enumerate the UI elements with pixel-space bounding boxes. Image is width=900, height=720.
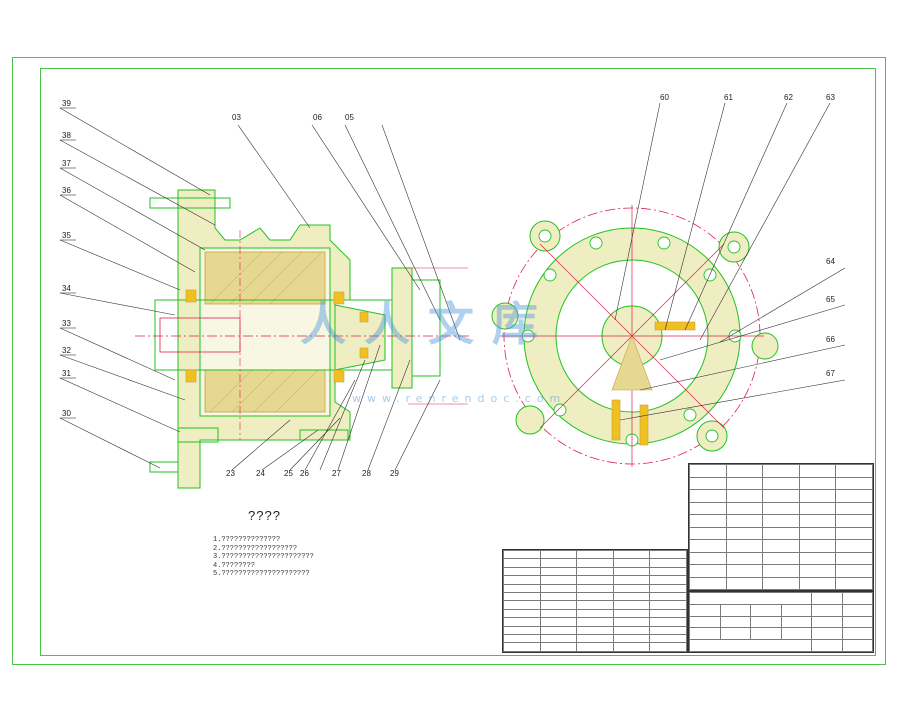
parts-list-upper [688,463,874,591]
note-line: 4.???????? [213,561,256,570]
callout-65: 65 [826,295,835,304]
left-section-view [135,189,470,489]
title-block [688,591,874,653]
inner-frame [40,68,876,656]
callout-62: 62 [784,93,793,102]
callout-23: 23 [226,469,235,478]
watermark-url: www.renrendoc.com [352,392,567,405]
callout-32: 32 [62,346,71,355]
callout-27: 27 [332,469,341,478]
callout-38: 38 [62,131,71,140]
right-end-view [491,205,779,467]
callout-24: 24 [256,469,265,478]
callout-03: 03 [232,113,241,122]
callout-30: 30 [62,409,71,418]
note-line: 5.????????????????????? [213,570,310,578]
callout-63: 63 [826,93,835,102]
callout-36: 36 [62,186,71,195]
technical-requirements-title: ???? [248,508,281,523]
callout-61: 61 [724,93,733,102]
technical-notes: 1.?????????????? 2.?????????????????? 3.… [213,536,314,579]
callout-05: 05 [345,113,354,122]
callout-34: 34 [62,284,71,293]
watermark-logo: 人人文库 [300,297,556,351]
callout-64: 64 [826,257,835,266]
callout-60: 60 [660,93,669,102]
callout-labels: 39 38 37 36 35 34 33 32 31 30 03 06 05 2… [62,93,835,478]
callout-39: 39 [62,99,71,108]
callout-26: 26 [300,469,309,478]
parts-list-lower [502,549,688,653]
note-line: 2.?????????????????? [213,544,298,553]
right-leader-lines [614,102,846,421]
callout-67: 67 [826,369,835,378]
callout-31: 31 [62,369,71,378]
callout-25: 25 [284,469,293,478]
note-line: 3.?????????????????????? [213,553,314,561]
callout-06: 06 [313,113,322,122]
callout-66: 66 [826,335,835,344]
outer-frame [12,57,886,665]
note-line: 1.?????????????? [213,536,281,544]
callout-28: 28 [362,469,371,478]
left-leader-lines [59,107,461,471]
callout-29: 29 [390,469,399,478]
callout-37: 37 [62,159,71,168]
callout-35: 35 [62,231,71,240]
callout-33: 33 [62,319,71,328]
